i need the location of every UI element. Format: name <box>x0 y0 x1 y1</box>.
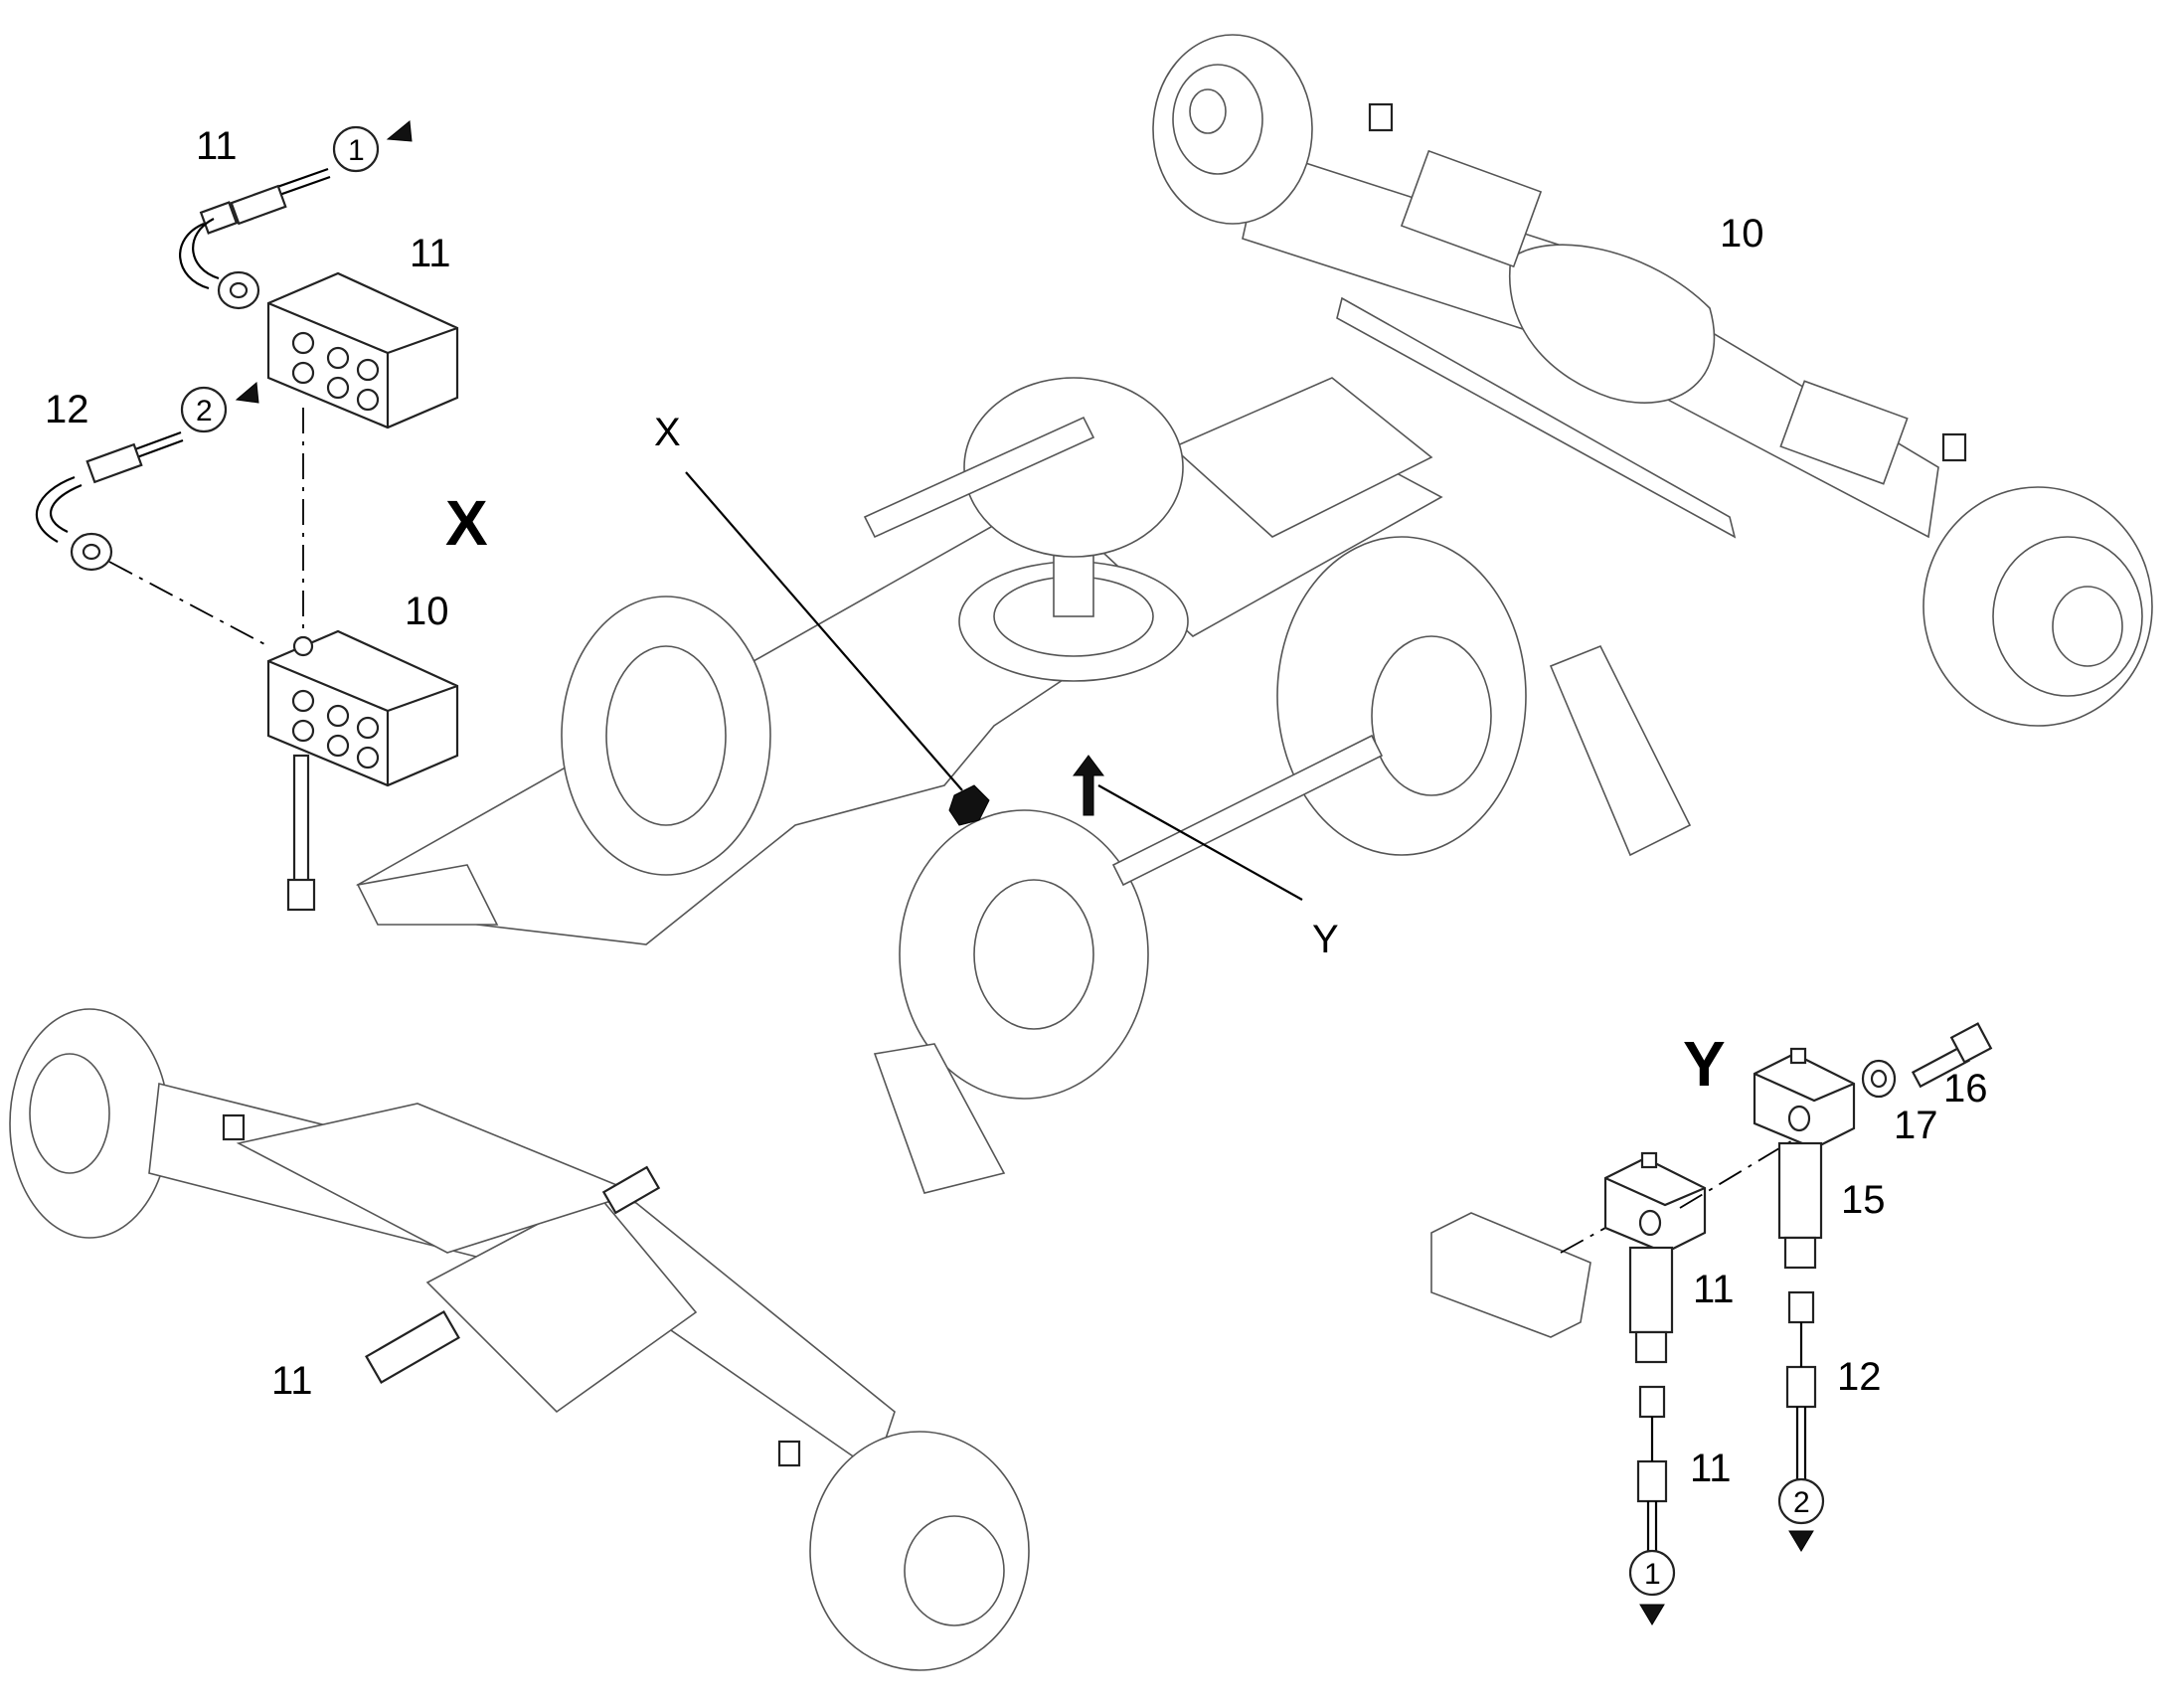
rear-axle-label: 10 <box>1720 212 1764 256</box>
detail-x-pipe-mid-label: 12 <box>45 388 89 431</box>
detail-x-block-bottom-label: 10 <box>405 590 449 633</box>
detail-y-pipe-left-label: 11 <box>1690 1447 1732 1490</box>
grease-fitting-marker <box>1073 755 1104 816</box>
detail-y: Y 11 15 17 16 <box>1430 1022 1993 1625</box>
grease-block-marker <box>948 784 990 826</box>
flow-arrow-icon <box>386 120 413 142</box>
detail-x-circle-1: 1 <box>348 134 365 167</box>
detail-y-circle-1: 1 <box>1644 1558 1661 1591</box>
front-axle-drawing <box>9 1008 1030 1671</box>
rear-axle-drawing <box>1152 34 2153 727</box>
detail-y-bolt-label: 16 <box>1943 1067 1988 1110</box>
detail-y-pipe-right-label: 12 <box>1837 1355 1882 1399</box>
wheel-icon <box>899 809 1149 1100</box>
detail-x: X 11 1 11 12 2 <box>36 120 488 912</box>
front-axle-label: 11 <box>271 1359 313 1403</box>
flow-arrow-icon <box>235 382 259 404</box>
wheel-icon <box>9 1008 170 1239</box>
detail-y-title: Y <box>1683 1028 1726 1100</box>
wheel-icon <box>809 1431 1030 1671</box>
bolt-icon <box>286 754 316 912</box>
detail-y-washer-label: 17 <box>1894 1104 1938 1147</box>
detail-y-fitting-right-label: 15 <box>1841 1178 1886 1222</box>
detail-x-circle-2: 2 <box>196 395 213 427</box>
flow-arrow-icon <box>1639 1604 1665 1625</box>
callout-y: Y <box>1312 918 1339 961</box>
wheel-icon <box>1152 34 1313 225</box>
wheel-icon <box>1276 536 1527 856</box>
detail-y-fitting-left-label: 11 <box>1693 1268 1735 1311</box>
flow-arrow-icon <box>1788 1530 1814 1552</box>
wheel-icon <box>561 596 771 876</box>
detail-x-title: X <box>445 487 488 559</box>
detail-x-pipe-top-label: 11 <box>196 124 238 168</box>
detail-y-circle-2: 2 <box>1793 1486 1810 1519</box>
detail-x-block-top-label: 11 <box>410 232 451 275</box>
chassis-drawing <box>356 377 1692 1194</box>
wheel-icon <box>1922 486 2153 727</box>
bolt-icon <box>1911 1022 1993 1089</box>
wheel-icon <box>963 377 1184 558</box>
callout-x: X <box>654 411 681 454</box>
